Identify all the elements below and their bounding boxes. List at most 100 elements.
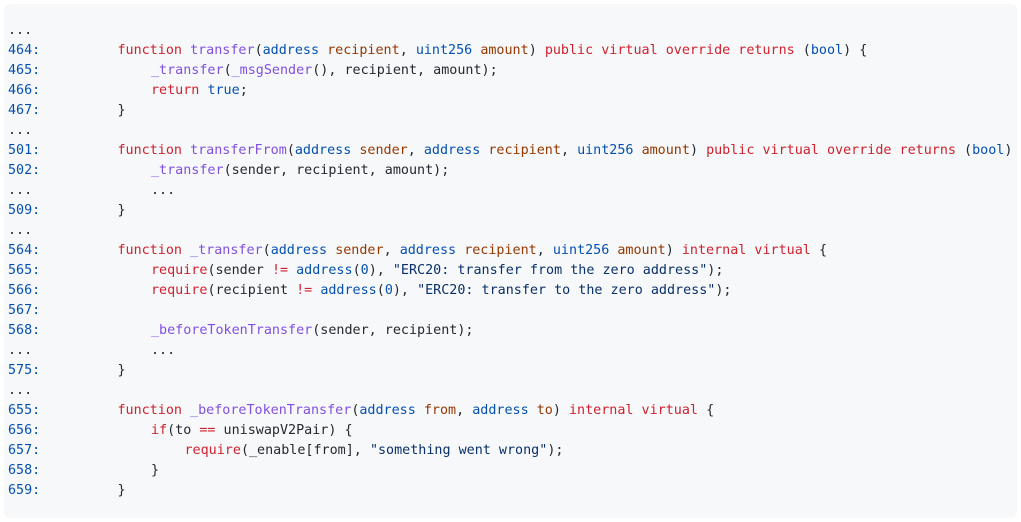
code-token bbox=[288, 263, 296, 278]
code-line: 465: _transfer(_msgSender(), recipient, a… bbox=[4, 61, 1017, 81]
code-token: recipient bbox=[488, 143, 561, 158]
code-token: ), bbox=[368, 263, 393, 278]
code-token: bool bbox=[810, 43, 844, 58]
code-token: amount bbox=[617, 243, 666, 258]
code-token: , bbox=[560, 143, 578, 158]
code-token: } bbox=[117, 103, 126, 118]
code-line: 565: require(sender != address(0), "ERC20… bbox=[4, 261, 1017, 281]
code-line: 509:} bbox=[4, 201, 1017, 221]
code-token: 0 bbox=[384, 283, 393, 298]
code-token: ) { bbox=[843, 43, 868, 58]
code-token: transferFrom bbox=[190, 143, 287, 158]
line-number: 659: bbox=[8, 483, 41, 498]
code-token: 0 bbox=[360, 263, 369, 278]
code-token: public virtual override returns bbox=[706, 143, 965, 158]
code-token: _beforeTokenTransfer bbox=[190, 403, 352, 418]
code-token: { bbox=[818, 243, 827, 258]
code-token: uint256 bbox=[415, 43, 481, 58]
code-text: } bbox=[118, 101, 126, 121]
code-line: ... bbox=[4, 221, 1017, 241]
code-token: ( bbox=[351, 403, 360, 418]
code-token: "ERC20: transfer from the zero address" bbox=[392, 263, 708, 278]
code-token: internal virtual bbox=[681, 243, 819, 258]
code-token: ) bbox=[528, 43, 545, 58]
code-token: == bbox=[199, 423, 216, 438]
code-token: address bbox=[262, 43, 328, 58]
code-line: ... bbox=[4, 381, 1017, 401]
code-token: uint256 bbox=[552, 243, 618, 258]
line-number: ... bbox=[8, 343, 33, 358]
code-token: } bbox=[117, 483, 126, 498]
code-token: recipient bbox=[464, 243, 537, 258]
code-line: 502:_transfer(sender, recipient, amount)… bbox=[4, 161, 1017, 181]
code-token: ( bbox=[254, 43, 263, 58]
line-number: ... bbox=[8, 123, 33, 138]
line-number: ... bbox=[8, 183, 33, 198]
code-text: require(recipient != address(0), "ERC20:… bbox=[151, 281, 731, 301]
code-token: "ERC20: transfer to the zero address" bbox=[417, 283, 716, 298]
code-text: function transfer(address recipient, uin… bbox=[118, 41, 868, 61]
code-token: function bbox=[117, 243, 191, 258]
line-number: 568: bbox=[8, 323, 41, 338]
code-token: != bbox=[271, 263, 289, 278]
code-token: } bbox=[117, 363, 126, 378]
code-token: ; bbox=[239, 83, 248, 98]
code-token: uint256 bbox=[577, 143, 642, 158]
code-token: ( bbox=[223, 63, 232, 78]
code-line: 567: bbox=[4, 301, 1017, 321]
code-token: ); bbox=[707, 263, 724, 278]
code-text: } bbox=[118, 201, 126, 221]
code-token: , bbox=[456, 403, 473, 418]
code-token: ... bbox=[151, 343, 176, 358]
code-line: 655: function _beforeTokenTransfer(addres… bbox=[4, 401, 1017, 421]
code-token: amount bbox=[641, 143, 690, 158]
code-token: (), recipient, amount); bbox=[312, 63, 498, 78]
code-text: require(sender != address(0), "ERC20: tr… bbox=[151, 261, 723, 281]
code-token: ) bbox=[689, 143, 707, 158]
code-token: ... bbox=[151, 183, 176, 198]
code-token: ); bbox=[547, 443, 564, 458]
code-token: ) bbox=[552, 403, 569, 418]
code-text: if(to == uniswapV2Pair) { bbox=[151, 421, 353, 441]
code-token: "something went wrong" bbox=[369, 443, 548, 458]
line-number: 565: bbox=[8, 263, 41, 278]
code-token: sender bbox=[335, 243, 384, 258]
code-token: ) bbox=[665, 243, 682, 258]
line-number: 501: bbox=[8, 143, 41, 158]
line-number: ... bbox=[8, 383, 33, 398]
line-number: ... bbox=[8, 223, 33, 238]
code-token: require bbox=[151, 283, 208, 298]
code-text: function transferFrom(address sender, ad… bbox=[118, 141, 1013, 161]
code-token: ( bbox=[964, 143, 973, 158]
line-number: 465: bbox=[8, 63, 41, 78]
code-token: address bbox=[359, 403, 424, 418]
line-number: 567: bbox=[8, 303, 41, 318]
code-token: != bbox=[296, 283, 313, 298]
code-token: ( bbox=[376, 283, 385, 298]
code-text: } bbox=[151, 461, 159, 481]
code-line: 564:function _transfer(address sender, a… bbox=[4, 241, 1017, 261]
code-token: public virtual override returns bbox=[544, 43, 803, 58]
code-token: return bbox=[151, 83, 208, 98]
code-line: 658:} bbox=[4, 461, 1017, 481]
code-token: } bbox=[151, 463, 160, 478]
code-token: if bbox=[151, 423, 168, 438]
code-token: function bbox=[117, 43, 191, 58]
code-line: 568:_beforeTokenTransfer(sender, recipie… bbox=[4, 321, 1017, 341]
line-number: 655: bbox=[8, 403, 41, 418]
code-token: require bbox=[151, 263, 208, 278]
code-token: , bbox=[383, 243, 400, 258]
code-token: } bbox=[117, 203, 126, 218]
line-number: 657: bbox=[8, 443, 41, 458]
code-token: _transfer bbox=[151, 163, 224, 178]
code-token: to bbox=[536, 403, 553, 418]
code-token: bool bbox=[972, 143, 1005, 158]
code-token: ( bbox=[286, 143, 295, 158]
line-number: 467: bbox=[8, 103, 41, 118]
code-token: address bbox=[399, 243, 465, 258]
code-text: _transfer(_msgSender(), recipient, amoun… bbox=[151, 61, 498, 81]
code-line: 659:} bbox=[4, 481, 1017, 501]
code-line: 466:return true; bbox=[4, 81, 1017, 101]
code-token: address bbox=[423, 143, 489, 158]
code-text: function _beforeTokenTransfer(address fr… bbox=[118, 401, 715, 421]
